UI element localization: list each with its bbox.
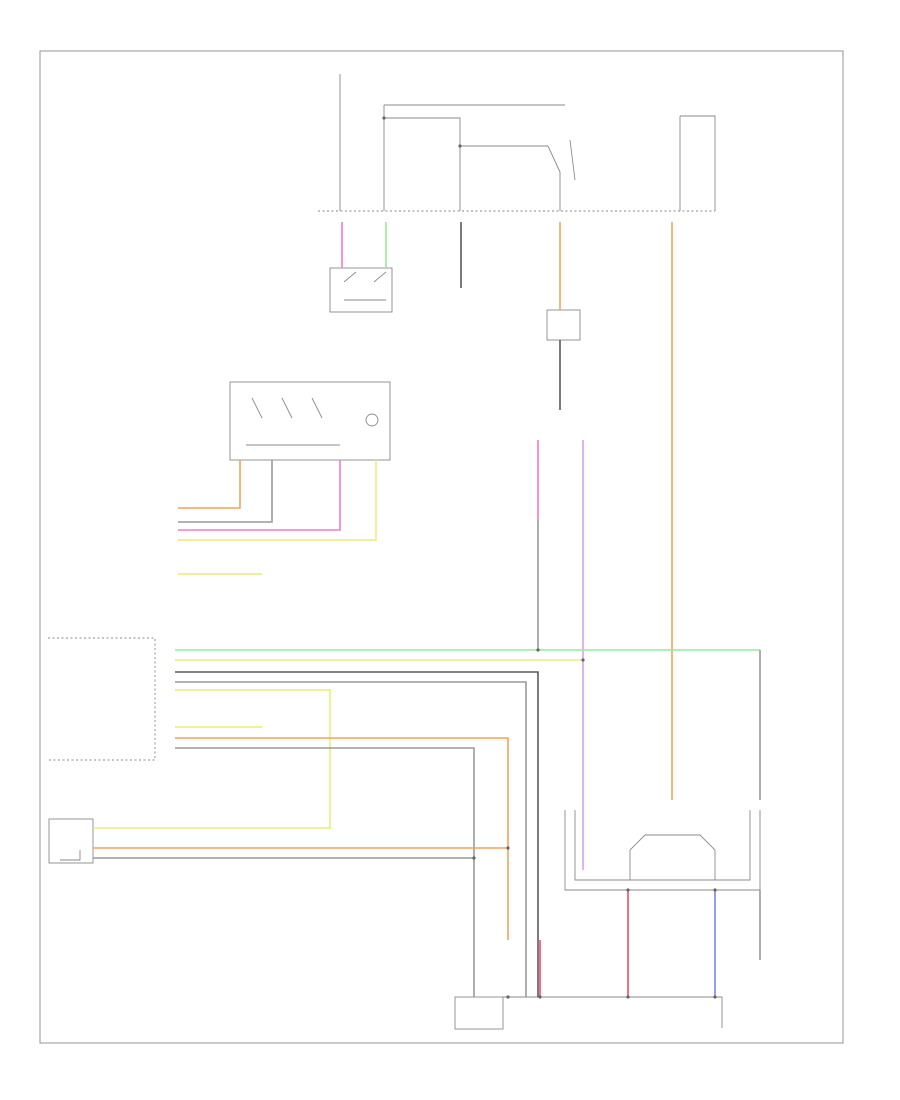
junction-dots [382,116,717,999]
fuse-module [546,309,581,341]
bottom-connector [454,996,723,1030]
control-module-left [48,637,156,761]
throttle-actuator-box [564,810,761,891]
pedal-sensor-box [48,818,94,864]
wires [93,222,761,997]
fuse-block-top [318,74,716,212]
diagram-frame [39,50,844,1044]
seat-switch-box [229,381,391,461]
brake-switch-box [329,267,393,313]
